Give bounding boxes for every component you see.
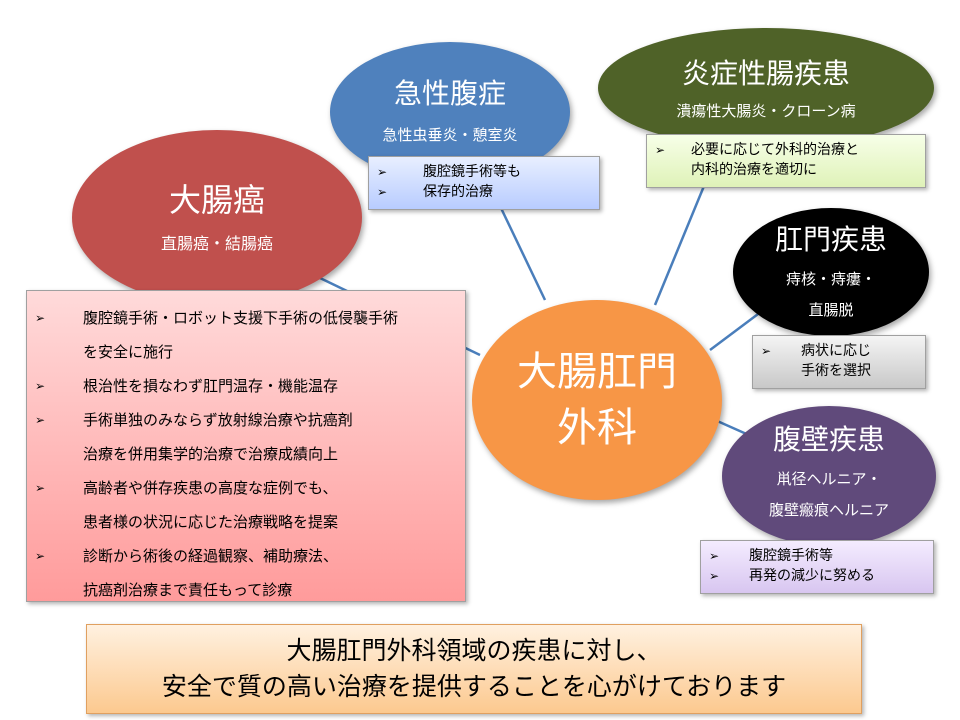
bullet-arrow-icon: ➢ <box>377 165 388 179</box>
list-item-line: 抗癌剤治療まで責任もって診療 <box>83 581 293 599</box>
list-item: ➢ 病状に応じ 手術を選択 <box>761 341 917 381</box>
bullet-arrow-icon: ➢ <box>35 413 46 427</box>
bullet-arrow-icon: ➢ <box>709 549 720 563</box>
anal-details-box: ➢ 病状に応じ 手術を選択 <box>752 335 926 389</box>
ibd-title: 炎症性腸疾患 <box>681 57 850 90</box>
bullet-arrow-icon: ➢ <box>35 311 46 325</box>
list-item: ➢ 腹腔鏡手術等も <box>377 162 591 182</box>
anal-disease-node: 肛門疾患 痔核・痔瘻・ 直腸脱 <box>733 208 929 336</box>
list-item: ➢ 腹腔鏡手術等 <box>709 546 925 566</box>
bullet-arrow-icon: ➢ <box>709 569 720 583</box>
acute-title: 急性腹症 <box>393 77 506 110</box>
center-node: 大腸肛門 外科 <box>472 300 722 500</box>
list-item-line: 腹腔鏡手術等 <box>749 548 833 564</box>
hernia-node: 腹壁疾患 鼡径ヘルニア・ 腹壁瘢痕ヘルニア <box>722 406 936 546</box>
list-item-line: 根治性を損なわず肛門温存・機能温存 <box>83 377 339 395</box>
ibd-details-box: ➢ 必要に応じて外科的治療と 内科的治療を適切に <box>646 134 926 188</box>
hernia-subtitle-line1: 鼡径ヘルニア・ <box>776 470 882 488</box>
colorectal-subtitle: 直腸癌・結腸癌 <box>160 234 273 253</box>
list-item: ➢ 手術単独のみならず放射線治療や抗癌剤 治療を併用集学的治療で治療成績向上 <box>35 403 457 471</box>
list-item-line: 腹腔鏡手術等も <box>423 164 521 180</box>
ibd-node: 炎症性腸疾患 潰瘍性大腸炎・クローン病 <box>598 28 934 148</box>
ibd-subtitle: 潰瘍性大腸炎・クローン病 <box>676 102 856 120</box>
list-item: ➢ 再発の減少に努める <box>709 566 925 586</box>
anal-title: 肛門疾患 <box>774 223 887 256</box>
hernia-details-box: ➢ 腹腔鏡手術等 ➢ 再発の減少に努める <box>700 540 934 594</box>
bullet-arrow-icon: ➢ <box>655 143 666 157</box>
list-item-line: 高齢者や併存疾患の高度な症例でも、 <box>83 479 338 497</box>
footer-line1: 大腸肛門外科領域の疾患に対し、 <box>286 636 662 665</box>
center-title-line1: 大腸肛門 <box>517 349 677 395</box>
list-item-line: 手術単独のみならず放射線治療や抗癌剤 <box>83 411 353 429</box>
center-title-line2: 外科 <box>557 405 637 451</box>
list-item-line: 再発の減少に努める <box>749 568 875 584</box>
footer-banner: 大腸肛門外科領域の疾患に対し、 安全で質の高い治療を提供することを心がけておりま… <box>86 624 862 714</box>
list-item-line: 手術を選択 <box>801 363 871 379</box>
list-item-line: を安全に施行 <box>83 343 174 361</box>
list-item-line: 診断から術後の経過観察、補助療法、 <box>83 547 339 565</box>
list-item: ➢ 保存的治療 <box>377 182 591 202</box>
list-item-line: 内科的治療を適切に <box>691 162 817 178</box>
list-item: ➢ 診断から術後の経過観察、補助療法、 抗癌剤治療まで責任もって診療 <box>35 539 457 607</box>
list-item-line: 腹腔鏡手術・ロボット支援下手術の低侵襲手術 <box>83 309 399 327</box>
list-item: ➢ 高齢者や併存疾患の高度な症例でも、 患者様の状況に応じた治療戦略を提案 <box>35 471 457 539</box>
hernia-subtitle-line2: 腹壁瘢痕ヘルニア <box>768 501 889 519</box>
list-item: ➢ 必要に応じて外科的治療と 内科的治療を適切に <box>655 140 917 180</box>
list-item: ➢ 根治性を損なわず肛門温存・機能温存 <box>35 369 457 403</box>
colorectal-details-box: ➢ 腹腔鏡手術・ロボット支援下手術の低侵襲手術 を安全に施行 ➢ 根治性を損なわ… <box>26 290 466 602</box>
footer-line2: 安全で質の高い治療を提供することを心がけております <box>161 672 787 701</box>
bullet-arrow-icon: ➢ <box>377 185 388 199</box>
list-item-line: 保存的治療 <box>423 184 493 200</box>
list-item-line: 必要に応じて外科的治療と <box>691 142 859 158</box>
list-item-line: 患者様の状況に応じた治療戦略を提案 <box>83 513 339 531</box>
anal-subtitle-line2: 直腸脱 <box>808 301 854 319</box>
list-item: ➢ 腹腔鏡手術・ロボット支援下手術の低侵襲手術 を安全に施行 <box>35 301 457 369</box>
bullet-arrow-icon: ➢ <box>35 481 46 495</box>
acute-subtitle: 急性虫垂炎・憩室炎 <box>382 126 518 144</box>
anal-subtitle-line1: 痔核・痔瘻・ <box>785 270 876 288</box>
bullet-arrow-icon: ➢ <box>35 549 46 563</box>
list-item-line: 治療を併用集学的治療で治療成績向上 <box>83 445 339 463</box>
bullet-arrow-icon: ➢ <box>35 379 46 393</box>
colorectal-cancer-node: 大腸癌 直腸癌・結腸癌 <box>72 130 362 305</box>
colorectal-title: 大腸癌 <box>168 181 265 219</box>
list-item-line: 病状に応じ <box>801 343 871 359</box>
hernia-title: 腹壁疾患 <box>772 423 885 456</box>
acute-details-box: ➢ 腹腔鏡手術等も ➢ 保存的治療 <box>368 156 600 210</box>
bullet-arrow-icon: ➢ <box>761 344 772 358</box>
